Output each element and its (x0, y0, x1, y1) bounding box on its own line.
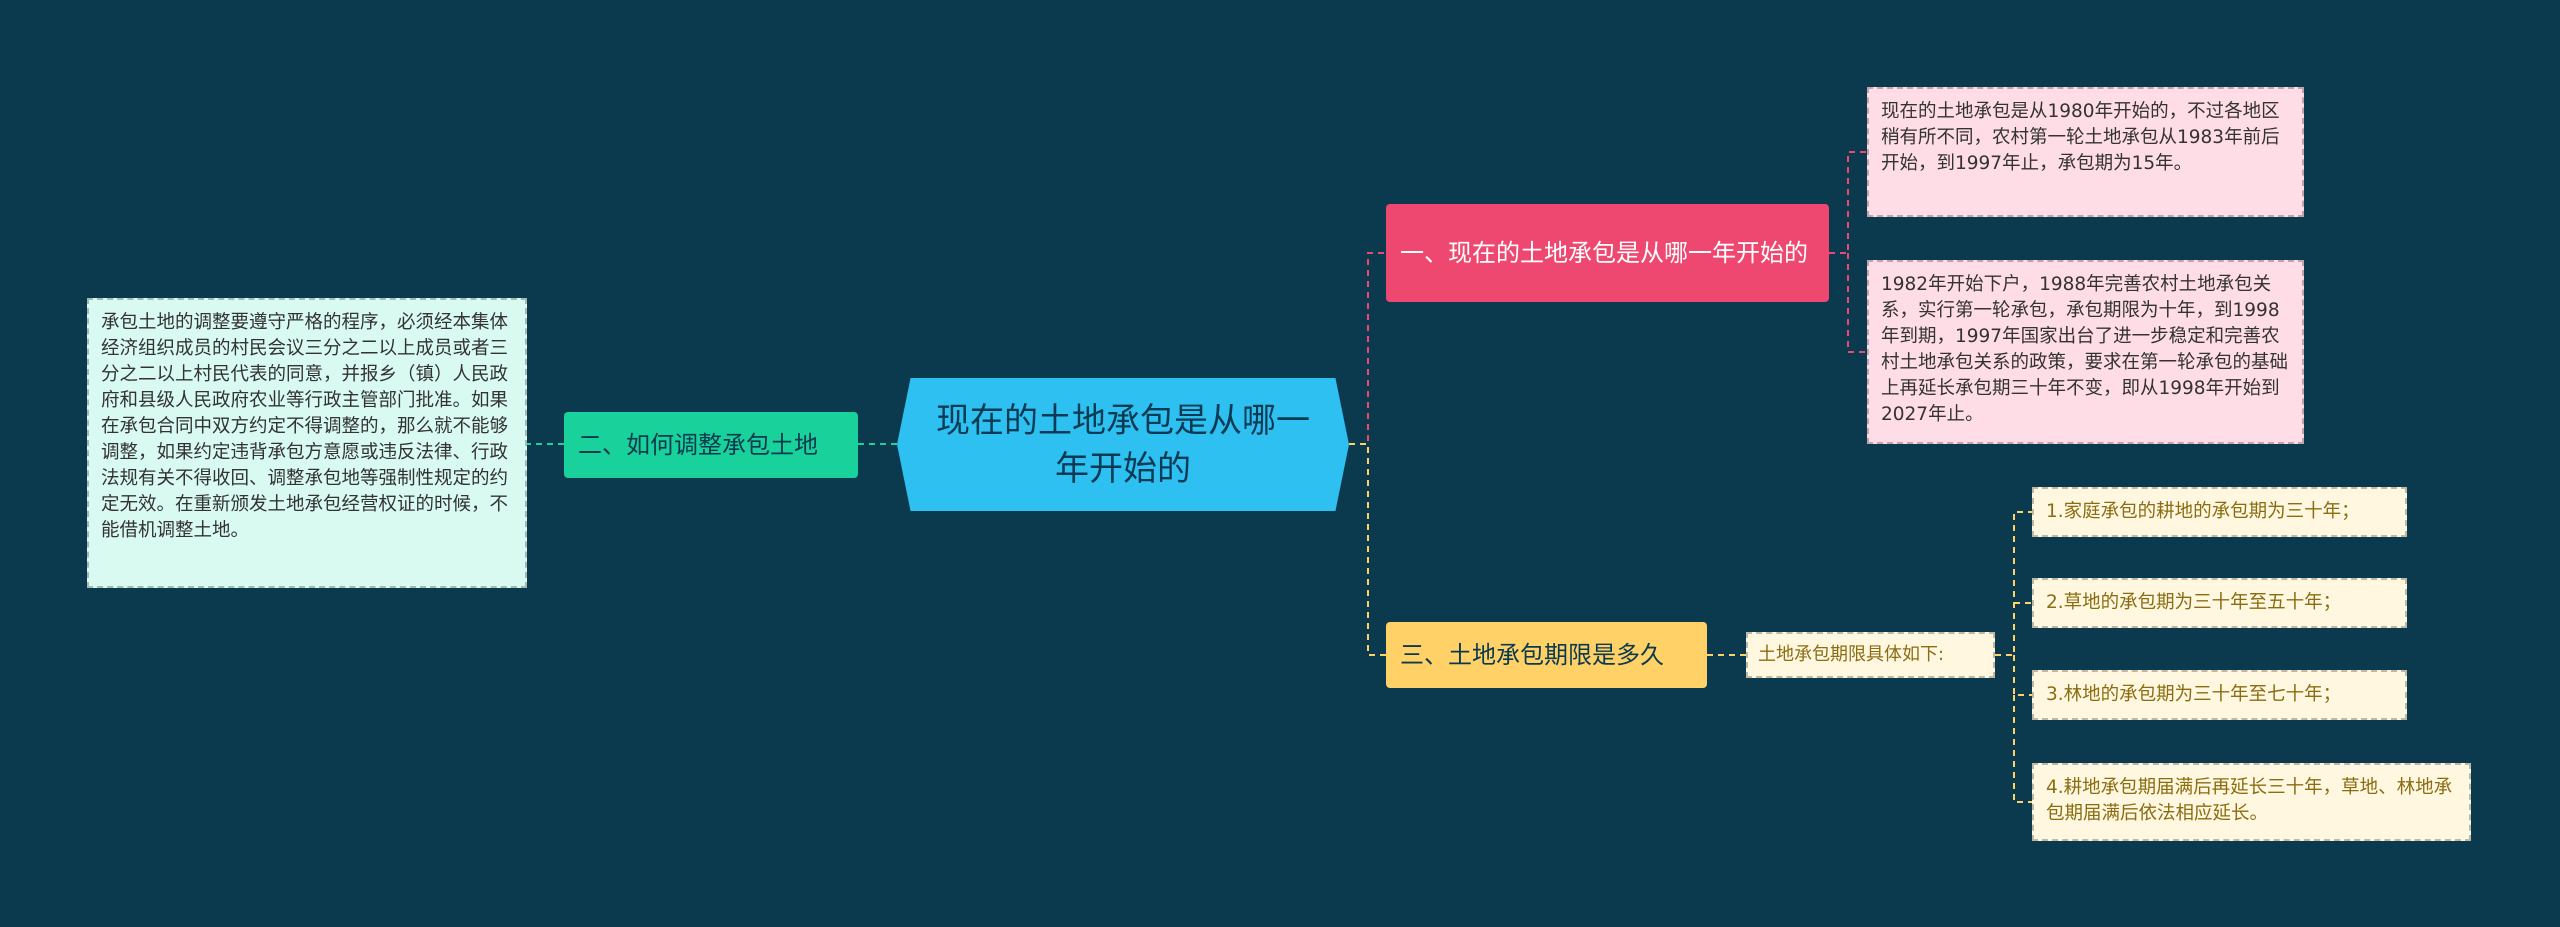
term-item-forest[interactable]: 3.林地的承包期为三十年至七十年； (2032, 670, 2407, 720)
sub-term-detail-text: 土地承包期限具体如下: (1758, 644, 1945, 665)
term-item-text: 1.家庭承包的耕地的承包期为三十年； (2046, 501, 2360, 522)
branch-start-year[interactable]: 一、现在的土地承包是从哪一年开始的 (1386, 204, 1829, 302)
link-b1-notes (1829, 151, 1867, 353)
branch-adjust-land[interactable]: 二、如何调整承包土地 (564, 412, 858, 478)
term-item-text: 3.林地的承包期为三十年至七十年； (2046, 684, 2342, 705)
branch-contract-term-label: 三、土地承包期限是多久 (1400, 641, 1664, 669)
link-root-b1 (1349, 252, 1386, 445)
branch-contract-term[interactable]: 三、土地承包期限是多久 (1386, 622, 1707, 688)
term-item-text: 2.草地的承包期为三十年至五十年； (2046, 592, 2342, 613)
term-item-farmland[interactable]: 1.家庭承包的耕地的承包期为三十年； (2032, 487, 2407, 537)
root-title: 现在的土地承包是从哪一年开始的 (936, 400, 1310, 489)
note-start-year-1[interactable]: 现在的土地承包是从1980年开始的，不过各地区稍有所不同，农村第一轮土地承包从1… (1867, 87, 2304, 217)
branch-adjust-land-label: 二、如何调整承包土地 (578, 431, 818, 459)
sub-term-detail[interactable]: 土地承包期限具体如下: (1746, 632, 1995, 678)
link-root-b3 (1349, 443, 1386, 656)
note-start-year-2[interactable]: 1982年开始下户，1988年完善农村土地承包关系，实行第一轮承包，承包期限为十… (1867, 260, 2304, 444)
term-item-grassland[interactable]: 2.草地的承包期为三十年至五十年； (2032, 578, 2407, 628)
note-text: 承包土地的调整要遵守严格的程序，必须经本集体经济组织成员的村民会议三分之二以上成… (101, 312, 509, 541)
note-text: 现在的土地承包是从1980年开始的，不过各地区稍有所不同，农村第一轮土地承包从1… (1881, 101, 2280, 174)
note-text: 1982年开始下户，1988年完善农村土地承包关系，实行第一轮承包，承包期限为十… (1881, 274, 2289, 425)
term-item-extension[interactable]: 4.耕地承包期届满后再延长三十年，草地、林地承包期届满后依法相应延长。 (2032, 763, 2471, 841)
term-item-text: 4.耕地承包期届满后再延长三十年，草地、林地承包期届满后依法相应延长。 (2046, 777, 2453, 824)
root-topic[interactable]: 现在的土地承包是从哪一年开始的 (897, 378, 1349, 511)
link-sub-items (1995, 511, 2032, 803)
branch-start-year-label: 一、现在的土地承包是从哪一年开始的 (1400, 239, 1808, 267)
note-adjust-land[interactable]: 承包土地的调整要遵守严格的程序，必须经本集体经济组织成员的村民会议三分之二以上成… (87, 298, 527, 588)
